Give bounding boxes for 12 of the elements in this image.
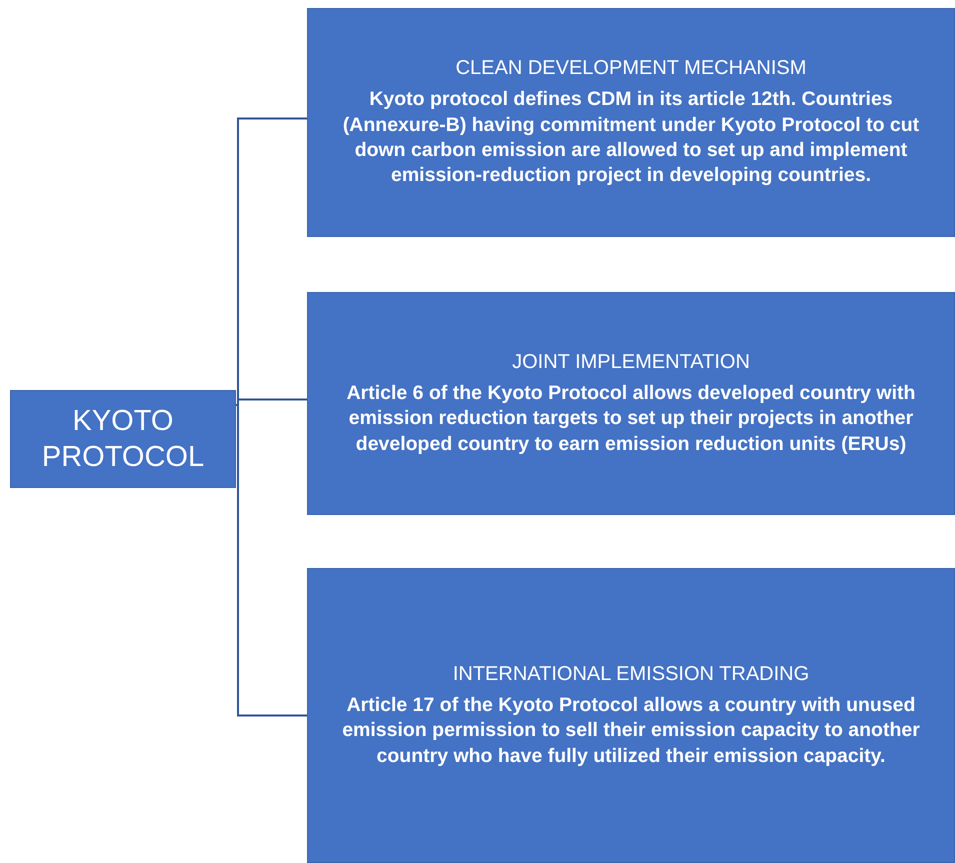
box-description: Kyoto protocol defines CDM in its article 12th. Countries (Annexure-B) having commitment under Kyoto Protocol to cut down carbon emission are allowed to set up and implement emission-reduction project in developing countries.	[342, 87, 920, 188]
box-heading: JOINT IMPLEMENTATION	[512, 350, 750, 375]
connector-line	[235, 404, 307, 716]
box-description: Article 6 of the Kyoto Protocol allows developed country with emission reduction targets to set up their projects in another developed country to earn emission reduction units (ERUs)	[346, 380, 916, 457]
topic-box	[307, 568, 955, 863]
box-heading: CLEAN DEVELOPMENT MECHANISM	[456, 56, 806, 82]
box-heading: KYOTO PROTOCOL	[40, 404, 206, 475]
root-box	[10, 390, 236, 488]
box-heading: INTERNATIONAL EMISSION TRADING	[452, 662, 810, 687]
box-description: Article 17 of the Kyoto Protocol allows a country with unused emission permission to sell their emission capacity to another country who have fully utilized their emission capacity.	[341, 692, 921, 769]
topic-box	[307, 292, 955, 515]
topic-box	[307, 8, 955, 237]
